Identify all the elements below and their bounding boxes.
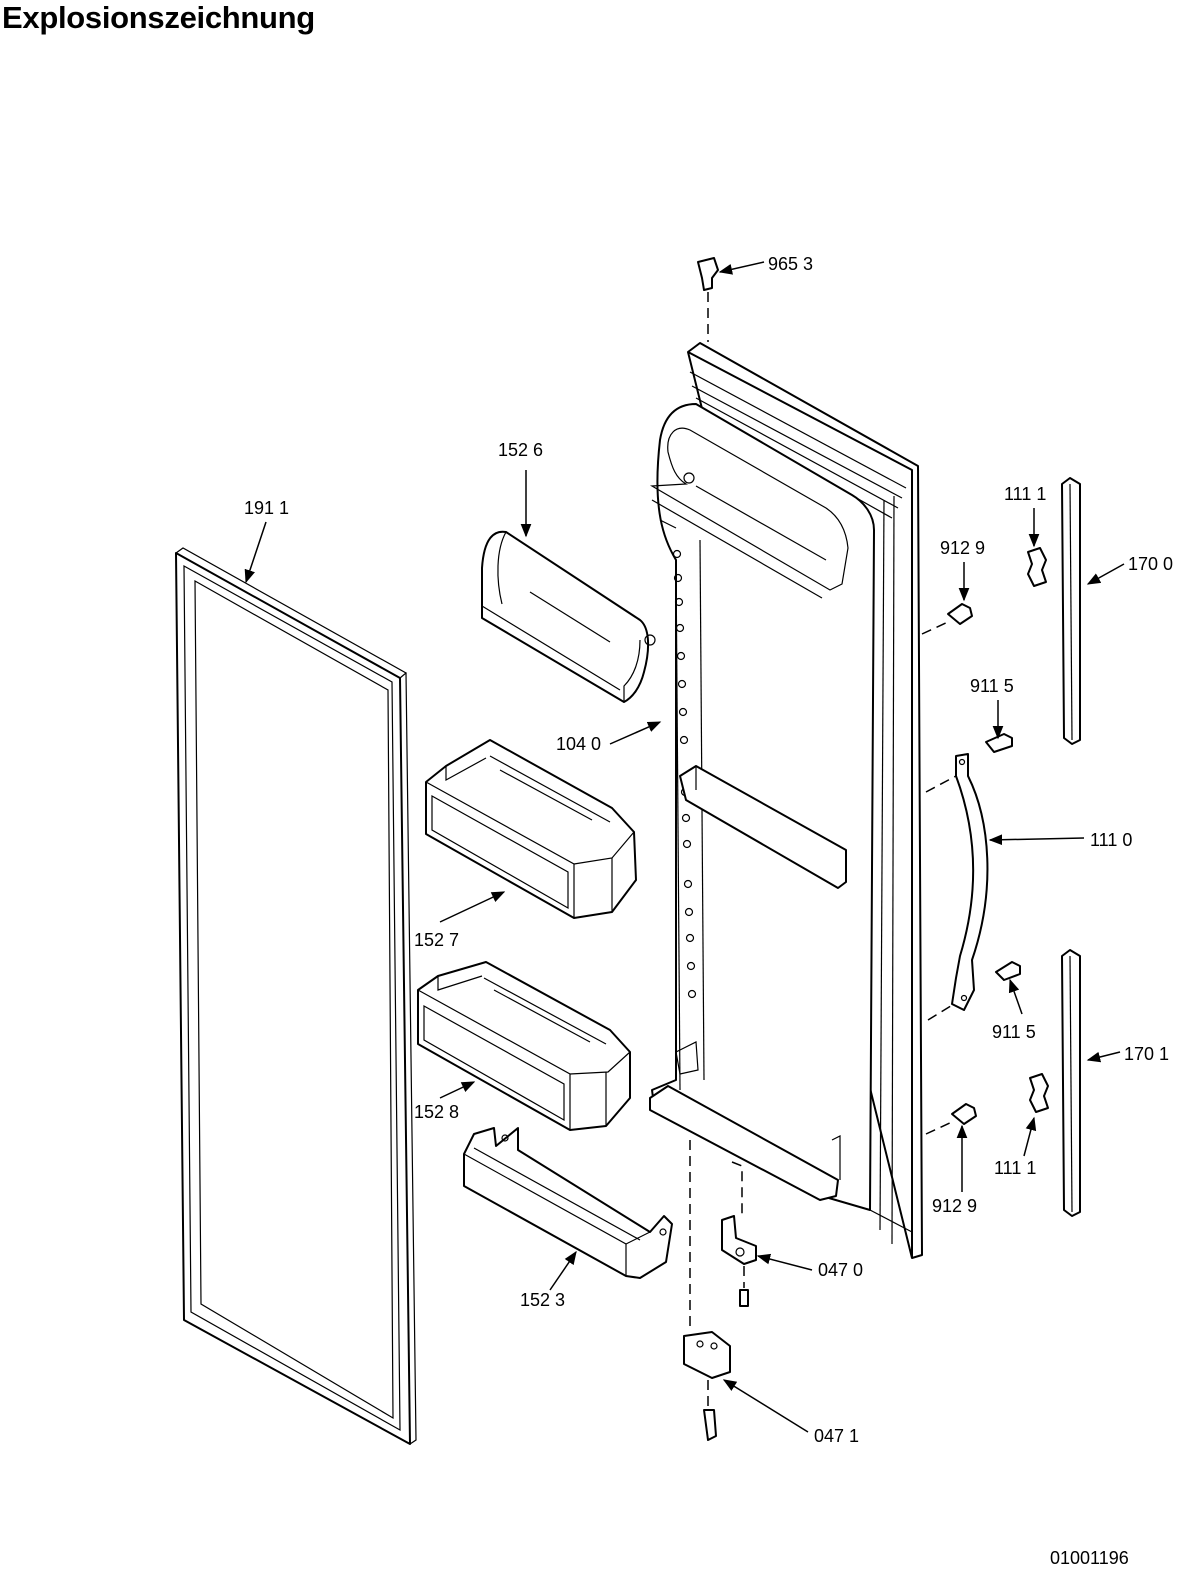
screw-911-5-lower: [995, 961, 1021, 981]
screw-911-5-upper: [985, 733, 1013, 753]
part-label-912-9-upper: 912 9: [940, 538, 985, 558]
part-label-152-7: 152 7: [414, 930, 459, 950]
door-gasket: [175, 547, 417, 1445]
page-title: Explosionszeichnung: [2, 0, 315, 35]
hinge-lower: [683, 1331, 731, 1441]
part-label-911-5-upper: 911 5: [970, 676, 1014, 696]
part-label-111-1-lower: 111 1: [994, 1158, 1036, 1178]
door-liner: [649, 342, 923, 1259]
part-label-170-1: 170 1: [1124, 1044, 1169, 1064]
door-bin-lower: [417, 961, 631, 1131]
part-label-152-3: 152 3: [520, 1290, 565, 1310]
screw-912-9-upper: [947, 603, 973, 625]
trim-strip-lower: [1061, 949, 1081, 1217]
part-label-104-0: 104 0: [556, 734, 601, 754]
part-label-191-1: 191 1: [244, 498, 289, 518]
part-label-965-3: 965 3: [768, 254, 813, 274]
plug-965-3: [697, 257, 719, 291]
part-label-047-0: 047 0: [818, 1260, 863, 1280]
part-label-152-6: 152 6: [498, 440, 543, 460]
clip-upper: [1027, 547, 1047, 587]
part-label-111-0: 111 0: [1090, 830, 1132, 850]
part-label-152-8: 152 8: [414, 1102, 459, 1122]
part-label-170-0: 170 0: [1128, 554, 1173, 574]
part-label-912-9-lower: 912 9: [932, 1196, 977, 1216]
part-label-111-1-upper: 111 1: [1004, 484, 1046, 504]
document-number: 01001196: [1050, 1548, 1129, 1568]
screw-912-9-lower: [951, 1103, 977, 1125]
trim-strip-upper: [1061, 477, 1081, 745]
clip-lower: [1029, 1073, 1049, 1113]
bottom-rail: [463, 1127, 673, 1279]
hinge-upper: [721, 1215, 757, 1307]
part-label-911-5-lower: 911 5: [992, 1022, 1036, 1042]
shelf-cover: [481, 530, 656, 703]
door-handle: [951, 753, 989, 1011]
part-label-047-1: 047 1: [814, 1426, 859, 1446]
door-bin-upper: [425, 739, 637, 919]
